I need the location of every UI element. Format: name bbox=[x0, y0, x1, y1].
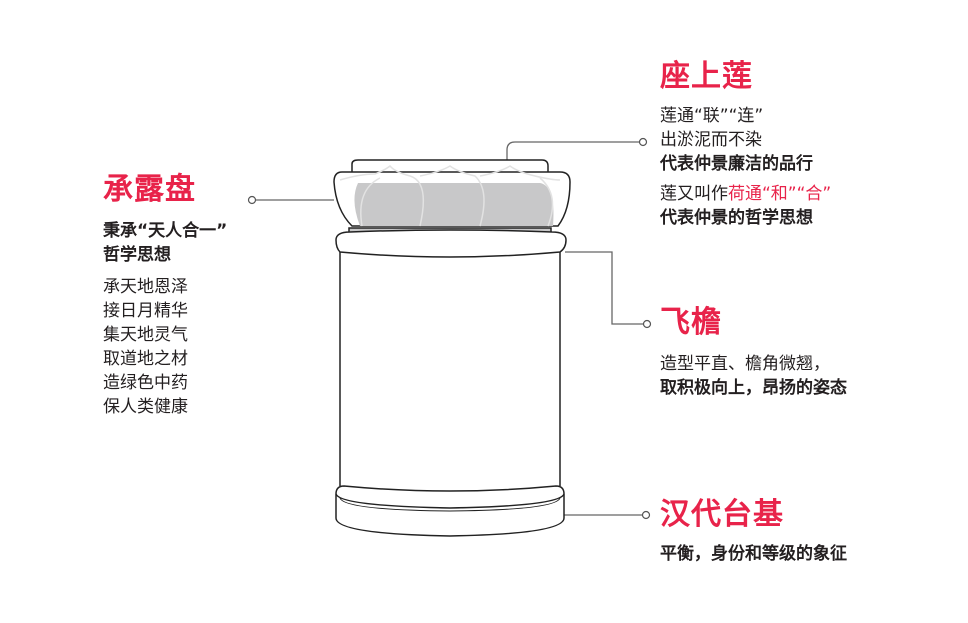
lotus-seat-title: 座上莲 bbox=[660, 59, 753, 94]
flying-eave-line-1: 造型平直、檐角微翘， bbox=[660, 354, 830, 374]
callout-han-base: 汉代台基 平衡，身份和等级的象征 bbox=[660, 500, 847, 566]
flying-eave-title: 飞檐 bbox=[660, 305, 722, 340]
lotus-petals bbox=[339, 164, 561, 227]
connector-flying-eave bbox=[565, 251, 644, 325]
body-column bbox=[339, 252, 561, 486]
dot-flying-eave bbox=[642, 319, 652, 329]
dot-lotus-seat bbox=[638, 137, 648, 147]
dew-plate-bold-line-1: 秉承“天人合一” bbox=[103, 221, 228, 241]
lotus-fill bbox=[354, 183, 554, 226]
lotus-seat-line-3: 代表仲景廉洁的品行 bbox=[660, 154, 813, 174]
callout-flying-eave: 飞檐 造型平直、檐角微翘， 取积极向上，昂扬的姿态 bbox=[660, 308, 847, 400]
connector-dots bbox=[247, 137, 652, 520]
body-collar bbox=[335, 229, 567, 258]
lotus-seat-line-2: 出淤泥而不染 bbox=[660, 130, 762, 150]
connector-lotus-seat bbox=[506, 141, 640, 170]
callout-lotus-seat: 座上莲 莲通“联”“连” 出淤泥而不染 代表仲景廉洁的品行 莲又叫作荷通“和”“… bbox=[660, 62, 831, 230]
lotus-seat-line-4-highlight: 荷通“和”“合” bbox=[728, 184, 832, 204]
han-base-line-1: 平衡，身份和等级的象征 bbox=[660, 544, 847, 564]
han-base-title: 汉代台基 bbox=[660, 497, 784, 532]
dot-han-base bbox=[641, 510, 651, 520]
dew-plate-line-1: 承天地恩泽 bbox=[103, 277, 188, 297]
dew-plate-line-3: 集天地灵气 bbox=[103, 325, 188, 345]
callout-dew-plate: 承露盘 秉承“天人合一” 哲学思想 承天地恩泽 接日月精华 集天地灵气 取道地之… bbox=[103, 175, 227, 419]
dew-plate-title: 承露盘 bbox=[103, 172, 196, 207]
lotus-seat-line-1: 莲通“联”“连” bbox=[660, 106, 764, 126]
dew-plate-bold-line-2: 哲学思想 bbox=[103, 245, 171, 265]
dew-plate-line-5: 造绿色中药 bbox=[103, 373, 188, 393]
lotus-seat-line-4-prefix: 莲又叫作 bbox=[660, 184, 728, 204]
connector-lines bbox=[252, 141, 644, 516]
dew-plate-line-2: 接日月精华 bbox=[103, 301, 188, 321]
dot-dew-plate bbox=[247, 195, 257, 205]
lotus-seat-line-5: 代表仲景的哲学思想 bbox=[660, 208, 813, 228]
dew-plate-line-4: 取道地之材 bbox=[103, 349, 188, 369]
lotus-seat-line-4: 莲又叫作荷通“和”“合” bbox=[660, 182, 831, 206]
dew-plate-line-6: 保人类健康 bbox=[103, 397, 188, 417]
flying-eave-line-2: 取积极向上，昂扬的姿态 bbox=[660, 378, 847, 398]
